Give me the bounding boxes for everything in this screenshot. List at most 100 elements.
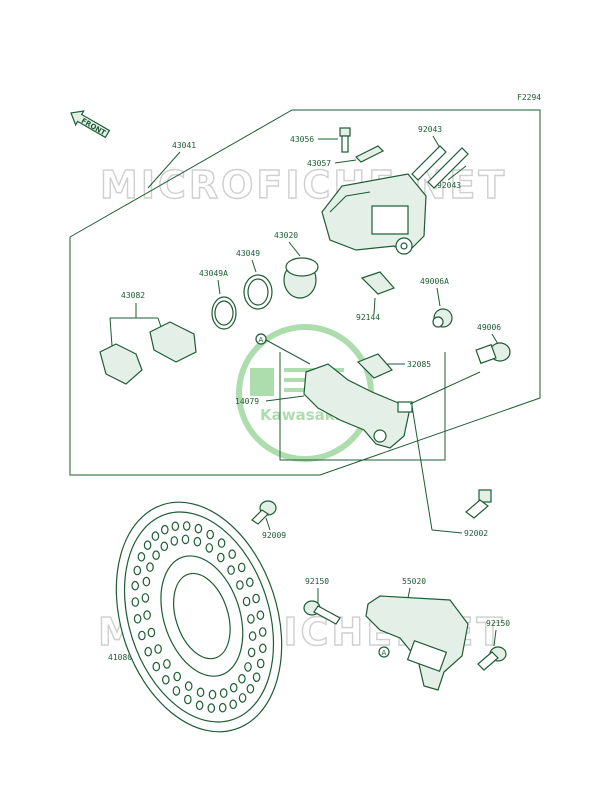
callout-a-bottom: A [378,646,390,658]
part-label: 43056 [290,135,314,144]
vent-hole [227,565,235,575]
vent-hole [196,687,205,698]
disc-guard [365,595,469,691]
vent-hole [246,683,255,694]
vent-hole [161,524,169,535]
caliper-pin [411,145,469,189]
bolt-92150-left [303,600,341,625]
vent-hole [236,580,244,590]
vent-hole [238,673,246,684]
vent-hole [143,540,152,550]
part-label: 92002 [464,529,488,538]
part-label: 92043 [437,181,461,190]
callout-a: A [255,333,267,345]
seal [243,274,273,310]
vent-hole [173,671,182,682]
front-arrow-icon: FRONT [70,110,111,139]
part-label: 41080 [108,653,132,662]
part-label: 14079 [235,397,259,406]
part-label: 43049 [236,249,260,258]
vent-hole [258,627,267,637]
pin-boot-2 [475,342,511,365]
vent-hole [172,686,181,696]
vent-hole [152,550,160,560]
vent-hole [237,562,246,573]
holder-outline [279,352,446,461]
part-label: 49006 [477,323,501,332]
vent-hole [144,646,153,657]
vent-hole [184,694,192,705]
vent-hole [184,681,193,691]
part-label: 55020 [402,577,426,586]
part-label: 43082 [121,291,145,300]
vent-hole [133,565,142,576]
vent-hole [147,627,156,638]
vent-hole [228,549,237,559]
vent-hole [162,674,170,685]
vent-hole [206,529,215,540]
cap [354,145,385,163]
part-label: 43049A [199,269,228,278]
vent-hole [208,689,217,700]
vent-hole [207,703,216,713]
vent-hole [142,576,151,587]
part-label: 43020 [274,231,298,240]
bolt-92150-right [477,646,507,671]
vent-hole [217,552,225,563]
part-label: 43041 [172,141,196,150]
bleed-valve [339,127,351,153]
vent-hole [133,613,142,624]
vent-hole [138,630,146,641]
vent-hole [160,541,169,552]
part-label: 92043 [418,125,442,134]
svg-text:A: A [382,649,387,657]
vent-hole [252,672,261,682]
vent-hole [217,538,226,548]
vent-hole [170,536,179,546]
disc-screw [251,500,277,525]
vent-hole [193,536,202,547]
vent-hole [252,593,260,604]
vent-hole [244,662,252,672]
vent-hole [181,534,190,545]
vent-hole [137,551,146,562]
brake-pad [99,321,197,385]
vent-hole [182,521,191,531]
dust-seal [211,296,237,330]
svg-text:A: A [259,336,264,344]
vent-hole [218,702,227,713]
pad-spring [360,271,396,295]
vent-hole [151,531,160,541]
assembly-outline [69,109,541,476]
vent-hole [131,580,140,591]
part-label: 92144 [356,313,380,322]
part-label: 43057 [307,159,331,168]
caliper-body [321,173,427,255]
vent-hole [154,644,162,654]
part-label: 92009 [262,531,286,540]
vent-hole [256,658,265,669]
vent-hole [194,523,203,534]
part-label: 49006A [420,277,449,286]
vent-hole [229,699,238,710]
bolt-92002 [465,489,492,519]
part-label: 92150 [305,577,329,586]
vent-hole [171,521,180,532]
part-label: 32085 [407,360,431,369]
vent-hole [143,610,151,620]
vent-hole [248,631,257,641]
disc-vent-holes [131,521,267,713]
brake-disc [115,501,283,733]
vent-hole [256,610,265,620]
part-label: 92150 [486,619,510,628]
front-label: FRONT [80,117,107,137]
vent-hole [146,562,154,572]
vent-hole [205,543,214,553]
figure-code: F2294 [517,93,541,102]
caliper-bracket [303,363,481,449]
vent-hole [242,596,251,607]
vent-hole [141,593,150,603]
vent-hole [131,597,140,607]
vent-hole [247,647,256,658]
